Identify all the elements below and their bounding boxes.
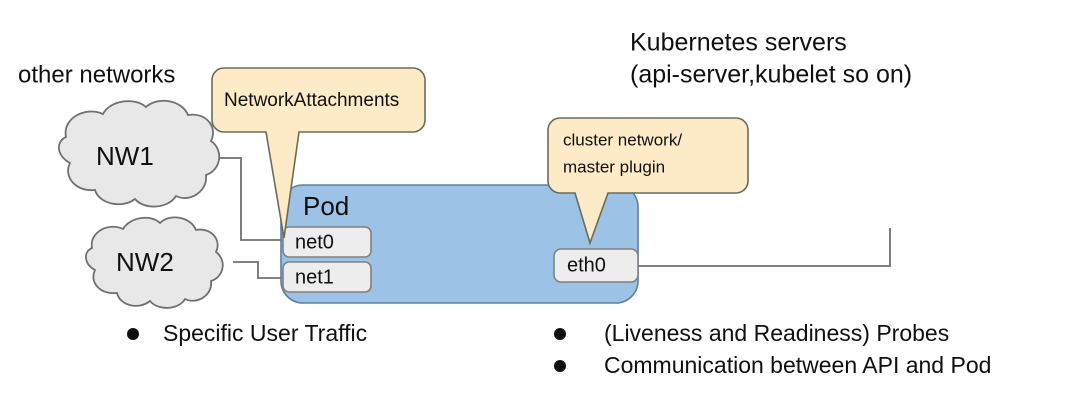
callout-cluster-network: cluster network/ master plugin [547,117,749,246]
interface-eth0-label: eth0 [567,254,606,276]
callout-network-attachments-shape [211,67,426,239]
bullet-left-0: Specific User Traffic [163,320,367,346]
connector-eth0-apiserver [636,228,891,267]
bullet-list-right: (Liveness and Readiness) Probes Communic… [554,320,991,378]
callout-cluster-network-shape [547,117,749,246]
cloud-nw1-label: NW1 [96,141,154,171]
interface-eth0-box [553,248,639,283]
callout-cluster-network-line2: master plugin [563,157,665,176]
bullet-dot-icon [127,328,139,340]
bullet-dot-icon [554,360,566,372]
interface-net0-label: net0 [295,231,334,253]
callout-cluster-network-line1: cluster network/ [563,130,682,149]
connector-nw2-net1 [233,261,284,279]
bullet-right-1: Communication between API and Pod [604,352,991,378]
bullet-dot-icon [554,328,566,340]
kubernetes-servers-title-line1: Kubernetes servers [630,29,847,57]
interface-net0-box [282,226,372,258]
connector-nw1-net0 [209,157,284,241]
other-networks-title: other networks [18,61,175,88]
interface-net0: net0 [282,226,372,258]
interface-net1-box [282,261,372,293]
bullet-list-left: Specific User Traffic [127,320,367,346]
cloud-nw1-shape [58,99,220,208]
cloud-nw1: NW1 [58,99,220,208]
interface-net1-label: net1 [295,266,334,288]
bullet-right-0: (Liveness and Readiness) Probes [604,320,949,346]
interface-eth0: eth0 [553,248,639,283]
cloud-nw2: NW2 [85,216,224,309]
kubernetes-servers-title-line2: (api-server,kubelet so on) [630,61,912,89]
cloud-nw2-label: NW2 [116,247,174,277]
interface-net1: net1 [282,261,372,293]
connector-lines [209,157,891,279]
pod-label: Pod [303,191,349,221]
callout-network-attachments: NetworkAttachments [211,67,426,239]
callout-network-attachments-text: NetworkAttachments [224,90,399,111]
cloud-nw2-shape [85,216,224,309]
